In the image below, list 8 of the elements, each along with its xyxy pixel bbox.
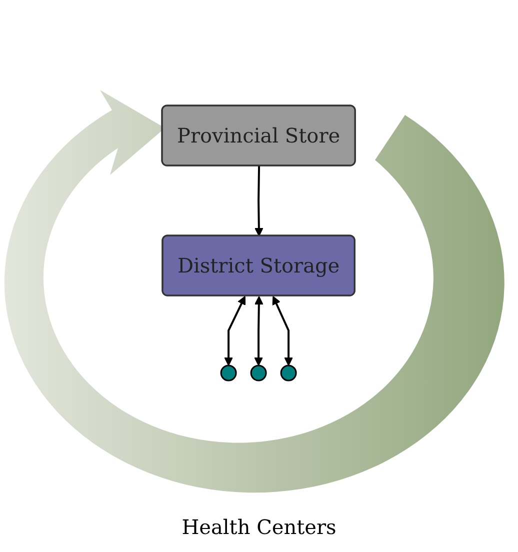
node-circle [220,364,238,382]
arrow [272,296,294,366]
group-label: Health Centers [182,515,336,539]
arrow [224,296,246,366]
node-circle [250,364,268,382]
node-circle [280,364,298,382]
arrow [254,296,264,366]
arrow [255,166,264,236]
